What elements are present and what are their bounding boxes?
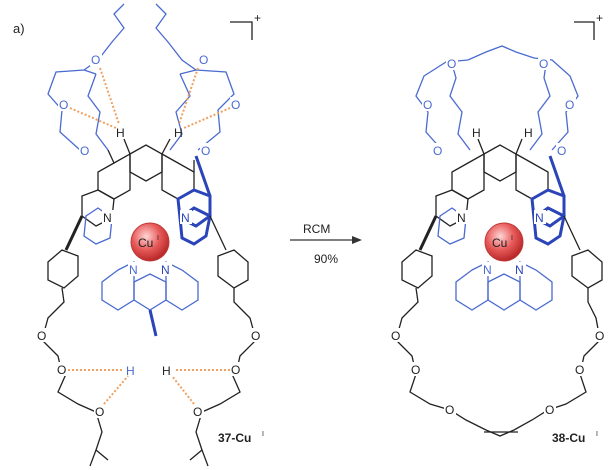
oxygen-atom: O: [95, 405, 104, 419]
right-bottom-oxygens: O O O O O O: [390, 328, 606, 417]
right-aryl-rings: [401, 155, 603, 289]
hydrogen-atom: H: [174, 126, 183, 140]
oxygen-atom: O: [193, 405, 202, 419]
hydrogen-atom: H: [116, 126, 125, 140]
oxygen-atom: O: [201, 144, 210, 158]
left-top-phenanthroline: [97, 138, 195, 200]
nitrogen-atom: N: [103, 211, 112, 225]
oxygen-atom: O: [57, 363, 66, 377]
compound-number: 37-Cu: [218, 431, 251, 445]
compound-oxidation-state: I: [596, 431, 598, 438]
oxygen-atom: O: [545, 403, 554, 417]
left-bottom-oxygens: O O O O O O: [36, 328, 262, 419]
right-bottom-ether-chain: [395, 287, 601, 437]
left-top-hydrogens: H H: [116, 126, 183, 140]
left-charge-bracket: +: [230, 11, 261, 40]
oxygen-atom: O: [80, 144, 89, 158]
right-compound-label: 38-Cu I: [552, 431, 598, 445]
nitrogen-atom: N: [515, 263, 524, 277]
oxygen-atom: O: [447, 57, 456, 71]
oxygen-atom: O: [433, 144, 442, 158]
nitrogen-atom: N: [161, 263, 170, 277]
oxygen-atom: O: [575, 363, 584, 377]
molecule-left: O O O O O O H H: [36, 3, 264, 467]
oxygen-atom: O: [557, 144, 566, 158]
oxygen-atom: O: [37, 329, 46, 343]
right-bottom-nitrogens: N N: [482, 262, 526, 277]
molecule-right: O O O O O O H H: [390, 11, 606, 445]
oxygen-atom: O: [251, 329, 260, 343]
right-bottom-phenanthroline: [455, 260, 553, 311]
right-charge-bracket: +: [574, 11, 603, 40]
oxygen-atom: O: [231, 363, 240, 377]
oxygen-atom: O: [445, 403, 454, 417]
oxygen-atom: O: [423, 98, 432, 112]
right-top-hydrogens: H H: [472, 126, 533, 140]
oxygen-atom: O: [565, 98, 574, 112]
charge-sign: +: [596, 11, 603, 25]
nitrogen-atom: N: [129, 263, 138, 277]
reaction-arrow-group: RCM 90%: [290, 222, 362, 266]
oxygen-atom: O: [199, 53, 208, 67]
copper-symbol: Cu: [138, 236, 153, 250]
oxygen-atom: O: [595, 329, 604, 343]
right-top-ether-chain: [415, 45, 579, 151]
nitrogen-atom: N: [535, 211, 544, 225]
compound-number: 38-Cu: [552, 431, 585, 445]
left-bottom-phenanthroline: [101, 260, 199, 337]
left-top-hbonds: [69, 67, 231, 129]
right-copper-ion: Cu I: [484, 222, 524, 262]
copper-oxidation-state: I: [157, 235, 159, 242]
charge-sign: +: [254, 11, 261, 25]
left-bottom-hydrogens: H H: [126, 364, 171, 378]
arrow-head: [352, 236, 362, 244]
left-copper-ion: Cu I: [130, 222, 170, 262]
hydrogen-atom: H: [162, 364, 171, 378]
hydrogen-atom: H: [472, 126, 481, 140]
left-aryl-rings: [47, 155, 249, 289]
left-aryl-nitrogens: N N: [102, 210, 192, 225]
oxygen-atom: O: [539, 57, 548, 71]
hydrogen-atom: H: [126, 364, 135, 378]
copper-oxidation-state: I: [511, 235, 513, 242]
right-aryl-nitrogens: N N: [456, 210, 546, 225]
oxygen-atom: O: [391, 329, 400, 343]
right-top-phenanthroline: [451, 138, 549, 200]
compound-oxidation-state: I: [262, 431, 264, 438]
nitrogen-atom: N: [457, 211, 466, 225]
nitrogen-atom: N: [483, 263, 492, 277]
left-top-oxygens: O O O O O O: [58, 52, 242, 158]
reaction-yield: 90%: [314, 252, 338, 266]
right-top-oxygens: O O O O O O: [422, 56, 576, 158]
left-bottom-nitrogens: N N: [128, 262, 172, 277]
left-compound-label: 37-Cu I: [218, 431, 264, 445]
hydrogen-atom: H: [524, 126, 533, 140]
oxygen-atom: O: [411, 363, 420, 377]
oxygen-atom: O: [91, 53, 100, 67]
oxygen-atom: O: [59, 98, 68, 112]
left-top-ether-chain: [47, 3, 235, 151]
copper-symbol: Cu: [492, 236, 507, 250]
nitrogen-atom: N: [181, 211, 190, 225]
oxygen-atom: O: [231, 98, 240, 112]
reaction-reagent: RCM: [303, 222, 330, 236]
left-bottom-hbonds: [68, 369, 230, 405]
panel-label: a): [13, 21, 25, 36]
